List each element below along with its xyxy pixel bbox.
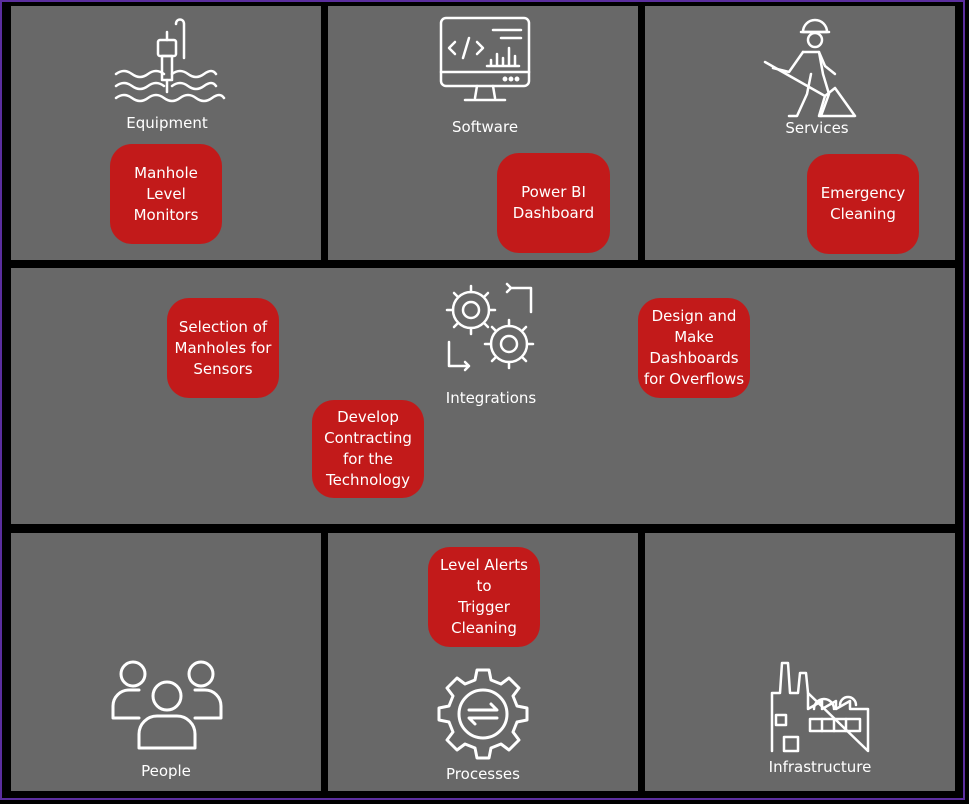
people-group-icon bbox=[109, 658, 225, 755]
tag-develop-contracting: Develop Contracting for the Technology bbox=[312, 400, 424, 498]
tag-power-bi-dashboard-text: Power BI Dashboard bbox=[512, 183, 595, 222]
equipment-label: Equipment bbox=[126, 114, 208, 132]
panel-infrastructure: Infrastructure bbox=[645, 533, 955, 791]
tag-design-dashboards-text: Design and Make Dashboards for Overflows bbox=[643, 307, 745, 388]
factory-icon bbox=[770, 659, 870, 758]
tag-emergency-cleaning-text: Emergency Cleaning bbox=[820, 184, 906, 223]
processes-label: Processes bbox=[446, 765, 520, 783]
panel-services: Services Emergency Cleaning bbox=[645, 6, 955, 260]
panel-software: Software Power BI Dashboard bbox=[328, 6, 638, 260]
infrastructure-label: Infrastructure bbox=[768, 758, 872, 776]
gears-cycle-icon bbox=[441, 282, 541, 383]
services-label: Services bbox=[785, 119, 849, 137]
software-label: Software bbox=[451, 118, 519, 136]
worker-shoveling-icon bbox=[763, 18, 859, 125]
tag-power-bi-dashboard: Power BI Dashboard bbox=[497, 153, 610, 253]
people-label: People bbox=[141, 762, 191, 780]
tag-develop-contracting-text: Develop Contracting for the Technology bbox=[324, 408, 412, 489]
monitor-code-chart-icon bbox=[439, 16, 531, 113]
tag-design-dashboards: Design and Make Dashboards for Overflows bbox=[638, 298, 750, 398]
panel-equipment: Equipment Manhole Level Monitors bbox=[11, 6, 321, 260]
panel-people: People bbox=[11, 533, 321, 791]
panel-processes: Level Alerts to Trigger Cleaning Process… bbox=[328, 533, 638, 791]
tag-selection-of-manholes-text: Selection of Manholes for Sensors bbox=[174, 317, 272, 378]
tag-manhole-level-monitors: Manhole Level Monitors bbox=[110, 144, 222, 244]
water-level-sensor-icon bbox=[114, 16, 226, 113]
tag-manhole-level-monitors-text: Manhole Level Monitors bbox=[133, 163, 199, 224]
panel-integrations: Integrations Selection of Manholes for S… bbox=[11, 268, 955, 524]
tag-level-alerts: Level Alerts to Trigger Cleaning bbox=[428, 547, 540, 647]
process-gear-icon bbox=[435, 666, 531, 767]
tag-selection-of-manholes: Selection of Manholes for Sensors bbox=[167, 298, 279, 398]
tag-level-alerts-text: Level Alerts to Trigger Cleaning bbox=[440, 556, 528, 637]
tag-emergency-cleaning: Emergency Cleaning bbox=[807, 154, 919, 254]
integrations-label: Integrations bbox=[445, 389, 537, 407]
